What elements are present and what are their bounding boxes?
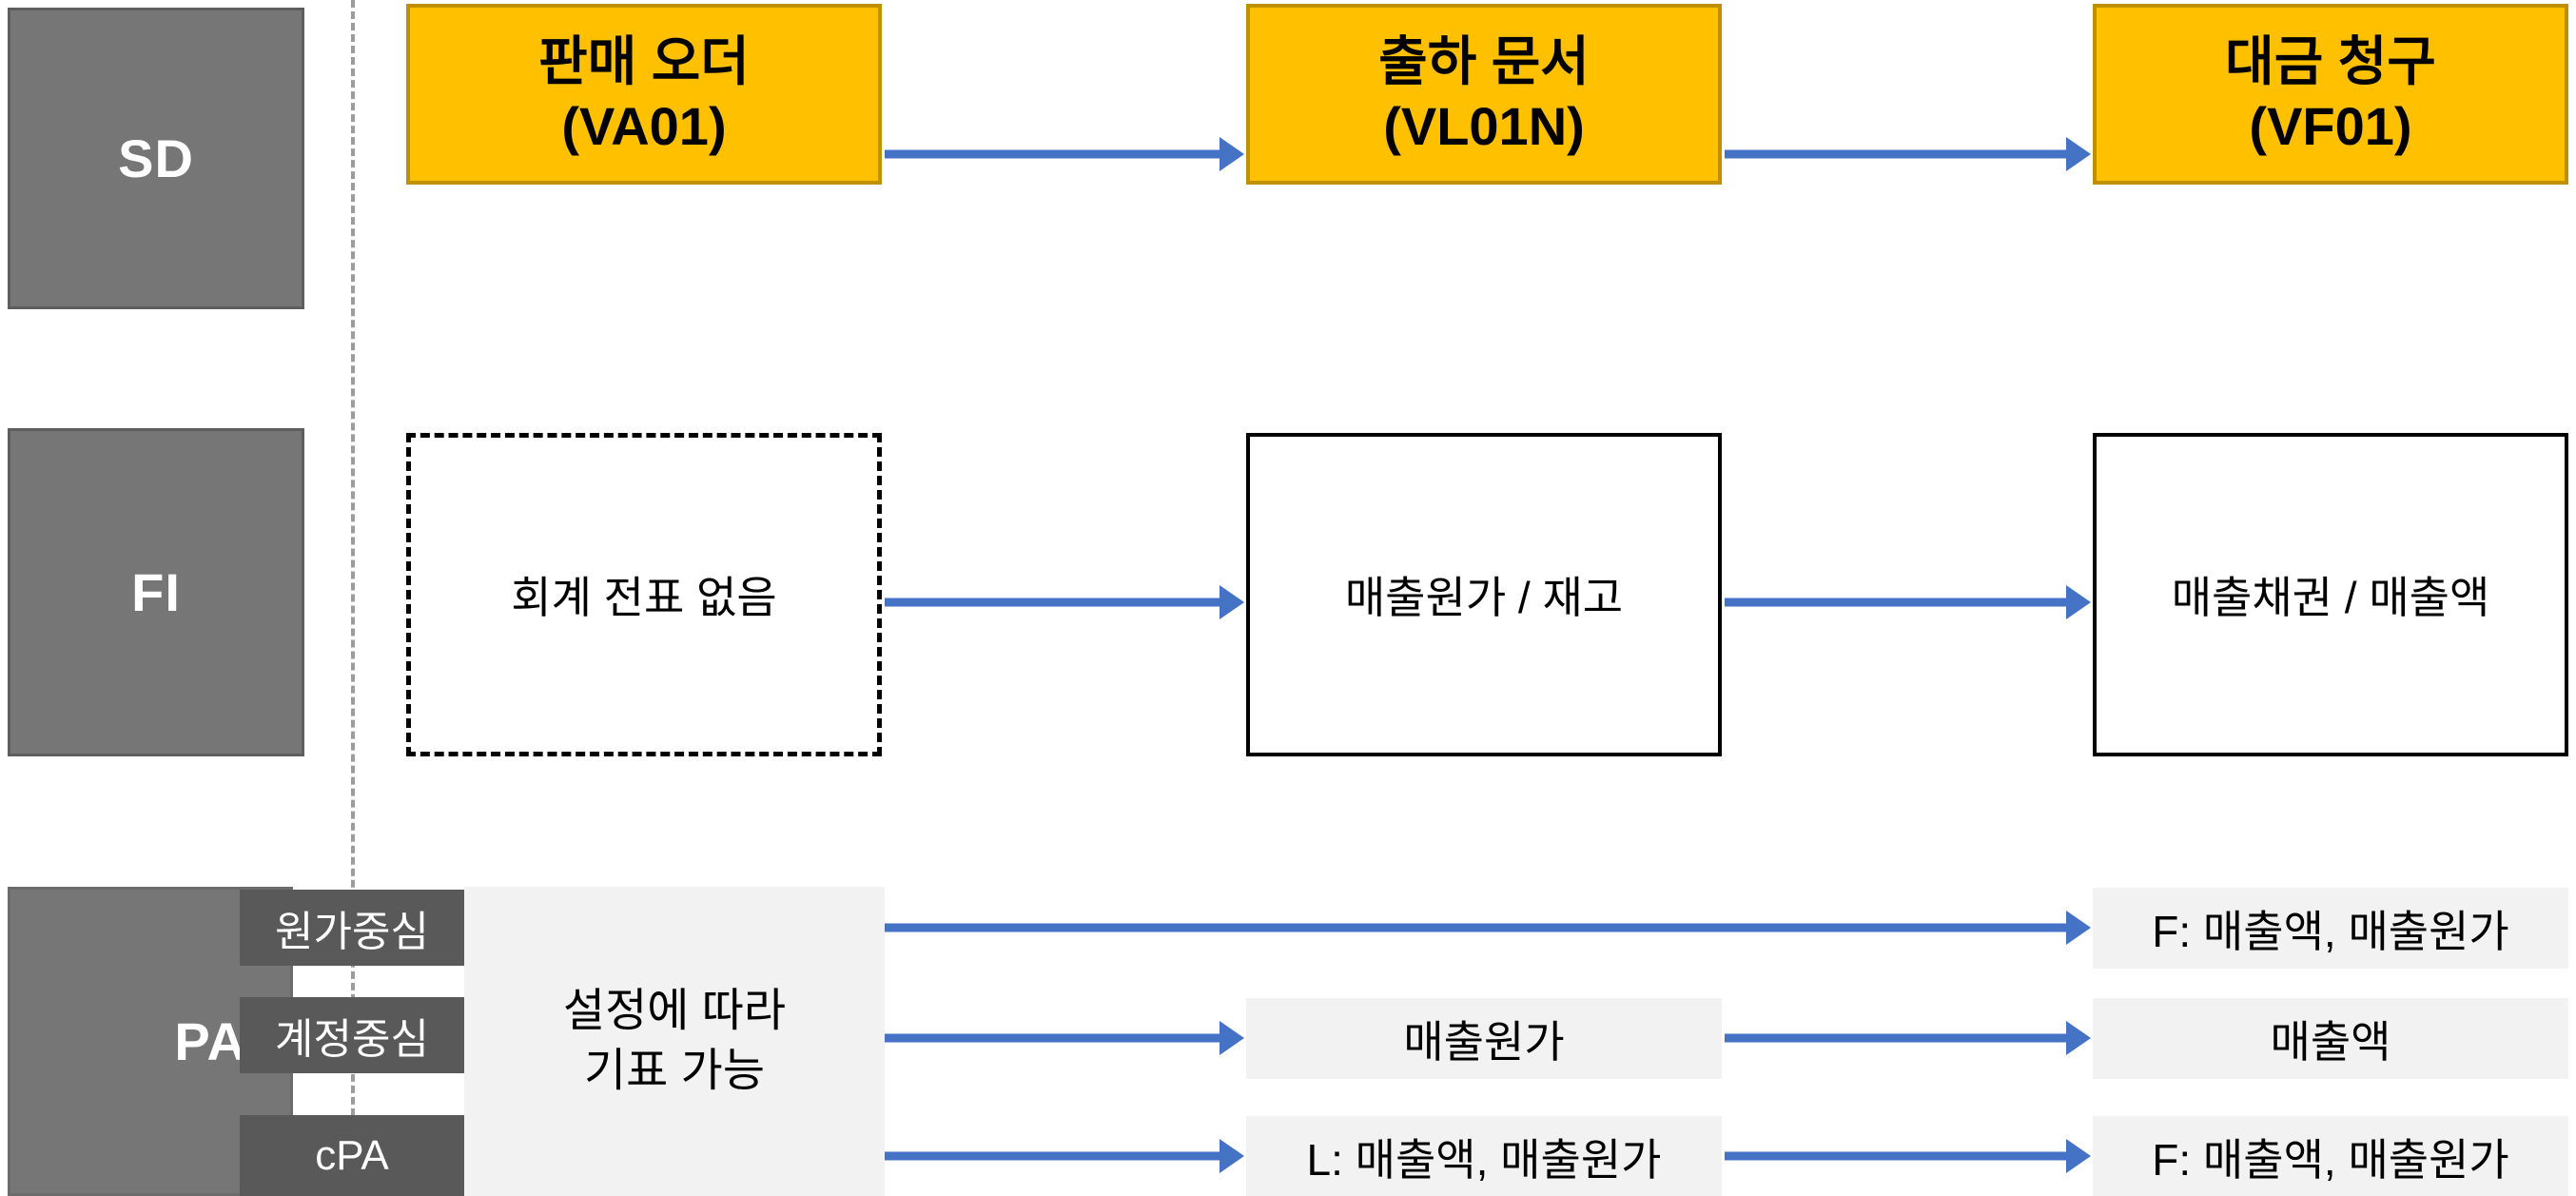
- pa-tab-cpa[interactable]: cPA: [240, 1115, 464, 1196]
- pa-cell-account-based-right[interactable]: 매출액: [2093, 998, 2568, 1079]
- pa-tab-cost-based[interactable]: 원가중심: [240, 890, 464, 966]
- sd-box-delivery-document[interactable]: 출하 문서 (VL01N): [1246, 4, 1722, 185]
- sd-box-billing[interactable]: 대금 청구 (VF01): [2093, 4, 2568, 185]
- pa-tab-cost-based-label: 원가중심: [275, 909, 429, 955]
- fi-box-receivable-revenue-text: 매출채권 / 매출액: [2171, 573, 2490, 622]
- pa-cell-account-based-right-text: 매출액: [2270, 1016, 2391, 1067]
- module-label-sd: SD: [8, 8, 304, 309]
- pa-cell-cpa-middle[interactable]: L: 매출액, 매출원가: [1246, 1116, 1722, 1196]
- pa-note-line2: 기표 가능: [584, 1045, 765, 1096]
- vertical-dashed-divider: [351, 0, 355, 1196]
- fi-box-receivable-revenue[interactable]: 매출채권 / 매출액: [2093, 433, 2568, 756]
- sd-box-billing-line2: (VF01): [2249, 96, 2412, 156]
- fi-box-cogs-inventory-text: 매출원가 / 재고: [1344, 573, 1624, 622]
- fi-box-cogs-inventory[interactable]: 매출원가 / 재고: [1246, 433, 1722, 756]
- sd-box-delivery-document-line1: 출하 문서: [1378, 30, 1590, 91]
- pa-cell-cpa-right-text: F: 매출액, 매출원가: [2152, 1134, 2509, 1185]
- module-label-fi: FI: [8, 428, 304, 756]
- pa-tab-account-based-label: 계정중심: [275, 1016, 429, 1063]
- pa-cell-account-based-middle-text: 매출원가: [1403, 1016, 1565, 1067]
- sd-box-sales-order-line2: (VA01): [561, 96, 727, 156]
- pa-note-panel: 설정에 따라 기표 가능: [464, 887, 885, 1196]
- pa-tab-cpa-label: cPA: [315, 1131, 389, 1179]
- pa-cell-cpa-right[interactable]: F: 매출액, 매출원가: [2093, 1116, 2568, 1196]
- pa-note-line1: 설정에 따라: [562, 986, 787, 1037]
- fi-box-no-accounting-document-text: 회계 전표 없음: [511, 573, 777, 622]
- pa-tab-account-based[interactable]: 계정중심: [240, 997, 464, 1073]
- pa-cell-cost-based-right[interactable]: F: 매출액, 매출원가: [2093, 888, 2568, 969]
- sd-box-sales-order[interactable]: 판매 오더 (VA01): [406, 4, 882, 185]
- pa-cell-account-based-middle[interactable]: 매출원가: [1246, 998, 1722, 1079]
- sd-box-billing-line1: 대금 청구: [2225, 30, 2436, 91]
- fi-box-no-accounting-document[interactable]: 회계 전표 없음: [406, 433, 882, 756]
- sd-box-delivery-document-line2: (VL01N): [1383, 96, 1585, 156]
- sd-box-sales-order-line1: 판매 오더: [538, 30, 750, 91]
- pa-cell-cpa-middle-text: L: 매출액, 매출원가: [1306, 1134, 1662, 1185]
- pa-cell-cost-based-right-text: F: 매출액, 매출원가: [2152, 906, 2509, 956]
